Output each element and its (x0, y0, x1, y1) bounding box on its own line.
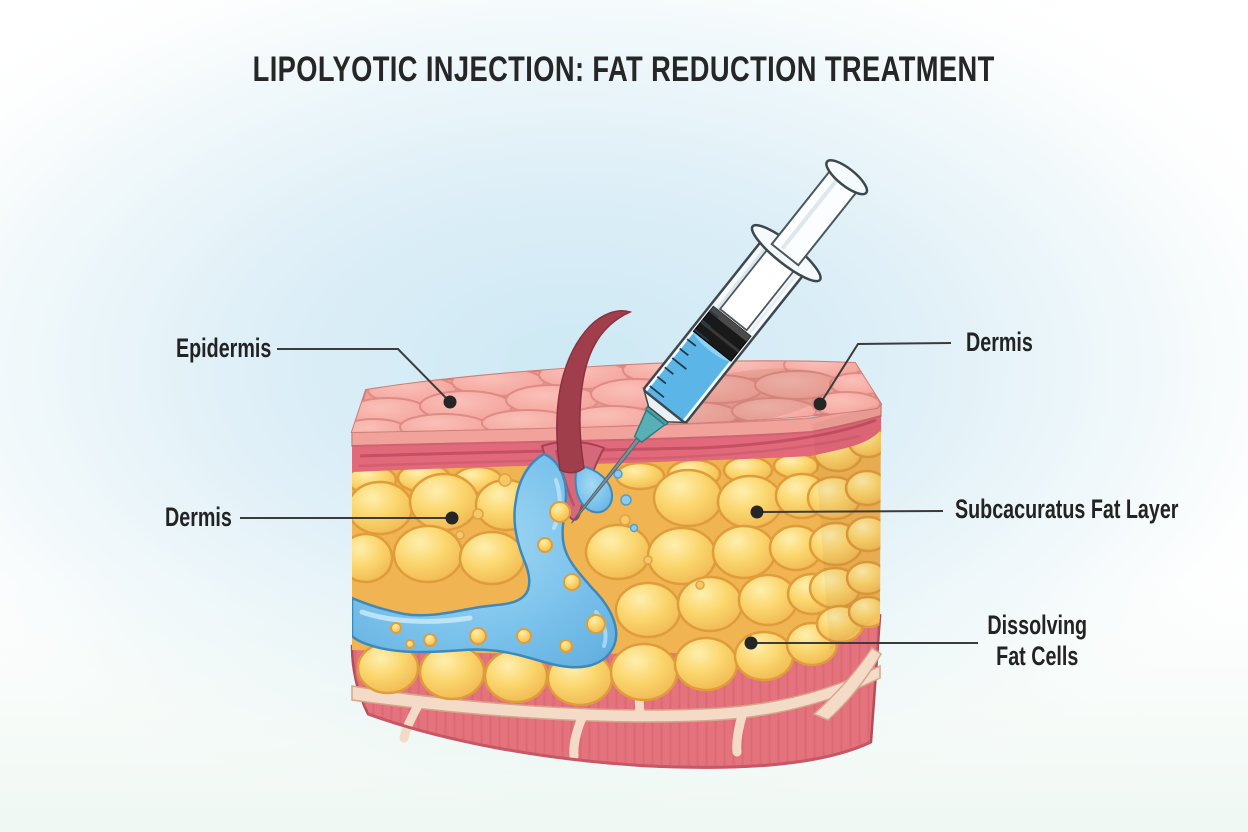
leader-line-fat-layer (761, 510, 944, 513)
label-dissolving-line2: Fat Cells (995, 641, 1079, 672)
solution-fat-droplets (390, 501, 606, 653)
side-face-shading (812, 404, 881, 650)
dermis-top-edge (351, 415, 882, 447)
fat-cells (352, 425, 881, 707)
leader-line-dermis-right (819, 342, 952, 405)
barrel-liquid (646, 331, 731, 421)
solution-droplets (613, 469, 639, 533)
injected-solution (352, 452, 639, 669)
label-dissolving-line1: Dissolving (987, 610, 1087, 640)
thumb-flange (825, 159, 869, 196)
leader-dot-dissolving (744, 636, 758, 650)
label-dissolving-fat-cells: Dissolving Fat Cells (957, 610, 1117, 672)
leader-dots (443, 395, 827, 650)
leader-dot-dermis-right (813, 397, 827, 411)
leader-lines (240, 342, 978, 644)
leader-dot-fat-layer (750, 505, 764, 519)
page-title: LIPOLYOTIC INJECTION: FAT REDUCTION TREA… (252, 50, 996, 89)
hair (556, 310, 633, 474)
label-fat-layer: Subcacuratus Fat Layer (955, 494, 1179, 524)
label-dermis-right: Dermis (966, 327, 1033, 357)
solution-splash (574, 464, 614, 514)
barrel-graduations (649, 310, 719, 399)
dermis-band (352, 416, 881, 472)
syringe (571, 159, 869, 524)
fascia-bands (351, 646, 883, 723)
dermis-wavy-lines (357, 418, 877, 468)
leader-dot-epidermis (443, 395, 457, 409)
leader-dot-dermis-left (445, 511, 459, 525)
muscle-bottom-edge (367, 712, 872, 769)
label-dermis-left: Dermis (165, 502, 232, 532)
leader-line-epidermis (277, 348, 451, 403)
label-epidermis: Epidermis (176, 333, 272, 363)
fat-layer (352, 425, 881, 707)
